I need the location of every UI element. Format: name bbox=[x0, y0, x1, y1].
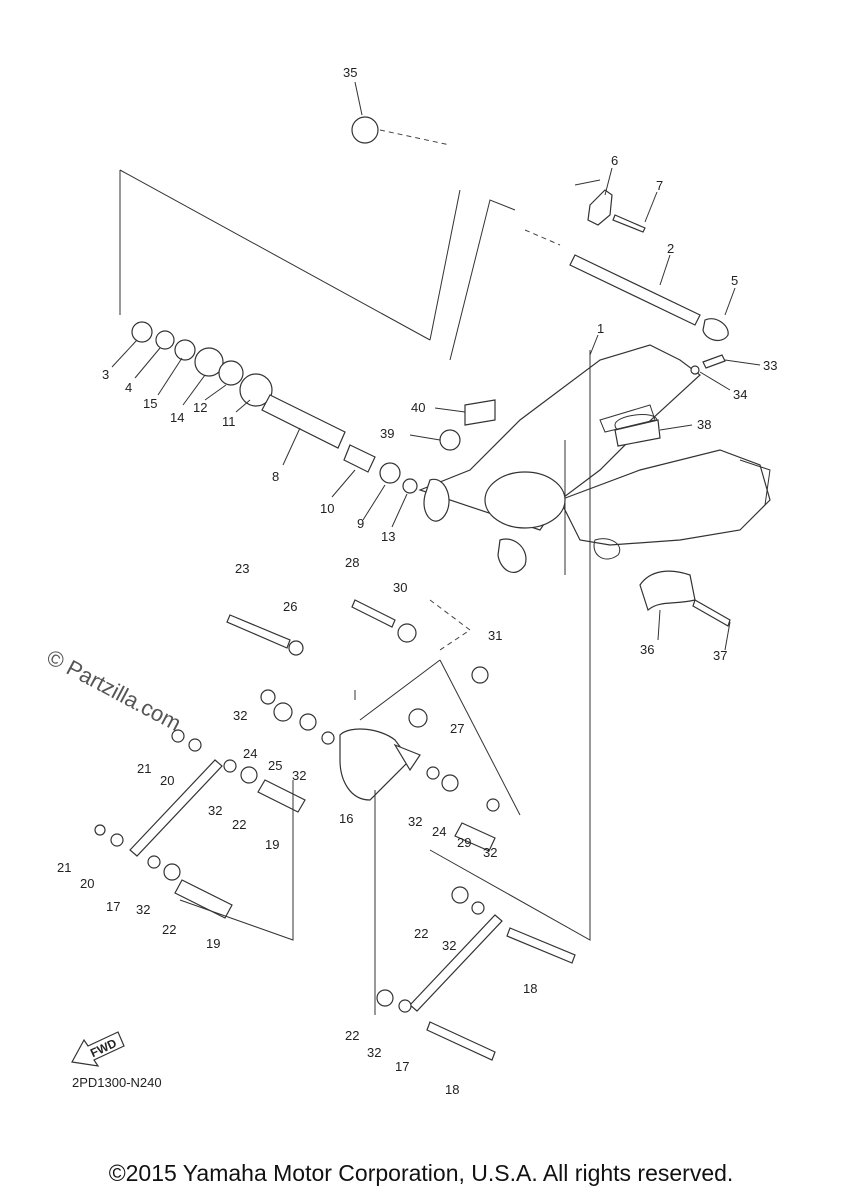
cap-35-part bbox=[351, 116, 451, 146]
label-39: 39 bbox=[380, 426, 394, 441]
label-32e: 32 bbox=[483, 845, 497, 860]
label-4: 4 bbox=[125, 380, 132, 395]
label-21b: 21 bbox=[57, 860, 71, 875]
label-18a: 18 bbox=[523, 981, 537, 996]
label-35: 35 bbox=[343, 65, 357, 80]
label-14: 14 bbox=[170, 410, 184, 425]
label-32f: 32 bbox=[136, 902, 150, 917]
label-5: 5 bbox=[731, 273, 738, 288]
label-29: 29 bbox=[457, 835, 471, 850]
diagram-code: 2PD1300-N240 bbox=[72, 1075, 162, 1090]
leader-lines bbox=[111, 81, 761, 1015]
plate-part bbox=[587, 189, 646, 233]
label-32h: 32 bbox=[367, 1045, 381, 1060]
label-17a: 17 bbox=[106, 899, 120, 914]
label-36: 36 bbox=[640, 642, 654, 657]
label-26: 26 bbox=[283, 599, 297, 614]
label-3: 3 bbox=[102, 367, 109, 382]
swingarm-part bbox=[418, 344, 771, 573]
label-30: 30 bbox=[393, 580, 407, 595]
label-20b: 20 bbox=[80, 876, 94, 891]
label-23: 23 bbox=[235, 561, 249, 576]
label-21a: 21 bbox=[137, 761, 151, 776]
bearing-stack bbox=[131, 321, 461, 494]
label-1: 1 bbox=[597, 321, 604, 336]
label-22b: 22 bbox=[162, 922, 176, 937]
label-16: 16 bbox=[339, 811, 353, 826]
label-28: 28 bbox=[345, 555, 359, 570]
label-31: 31 bbox=[488, 628, 502, 643]
label-27: 27 bbox=[450, 721, 464, 736]
label-19b: 19 bbox=[206, 936, 220, 951]
label-18b: 18 bbox=[445, 1082, 459, 1097]
copyright-notice: ©2015 Yamaha Motor Corporation, U.S.A. A… bbox=[108, 1160, 734, 1186]
fwd-badge-text: FWD bbox=[88, 1036, 119, 1060]
label-37: 37 bbox=[713, 648, 727, 663]
label-33: 33 bbox=[763, 358, 777, 373]
label-2: 2 bbox=[667, 241, 674, 256]
label-32g: 32 bbox=[442, 938, 456, 953]
label-40: 40 bbox=[411, 400, 425, 415]
pivot-shaft-part bbox=[524, 229, 729, 342]
label-24b: 24 bbox=[432, 824, 446, 839]
label-17b: 17 bbox=[395, 1059, 409, 1074]
label-20a: 20 bbox=[160, 773, 174, 788]
label-10: 10 bbox=[320, 501, 334, 516]
label-6: 6 bbox=[611, 153, 618, 168]
label-32c: 32 bbox=[208, 803, 222, 818]
label-22c: 22 bbox=[414, 926, 428, 941]
label-32b: 32 bbox=[292, 768, 306, 783]
relay-arm-part bbox=[226, 599, 489, 801]
label-13: 13 bbox=[381, 529, 395, 544]
label-22a: 22 bbox=[232, 817, 246, 832]
label-32a: 32 bbox=[233, 708, 247, 723]
label-15: 15 bbox=[143, 396, 157, 411]
bolt-33-part bbox=[690, 354, 726, 375]
label-19a: 19 bbox=[265, 837, 279, 852]
label-25: 25 bbox=[268, 758, 282, 773]
label-32d: 32 bbox=[408, 814, 422, 829]
label-8: 8 bbox=[272, 469, 279, 484]
label-12: 12 bbox=[193, 400, 207, 415]
label-22d: 22 bbox=[345, 1028, 359, 1043]
fwd-arrow-icon: FWD bbox=[71, 1031, 125, 1067]
label-24a: 24 bbox=[243, 746, 257, 761]
part-labels: 35 6 7 2 5 1 33 34 40 38 39 3 4 15 14 12… bbox=[57, 65, 777, 1097]
label-38: 38 bbox=[697, 417, 711, 432]
label-7: 7 bbox=[656, 178, 663, 193]
label-9: 9 bbox=[357, 516, 364, 531]
link-rod-part bbox=[94, 689, 576, 1061]
watermark-text: © Partzilla.com bbox=[43, 644, 186, 736]
label-11: 11 bbox=[222, 414, 236, 429]
guide-36-part bbox=[464, 399, 731, 627]
label-34: 34 bbox=[733, 387, 747, 402]
